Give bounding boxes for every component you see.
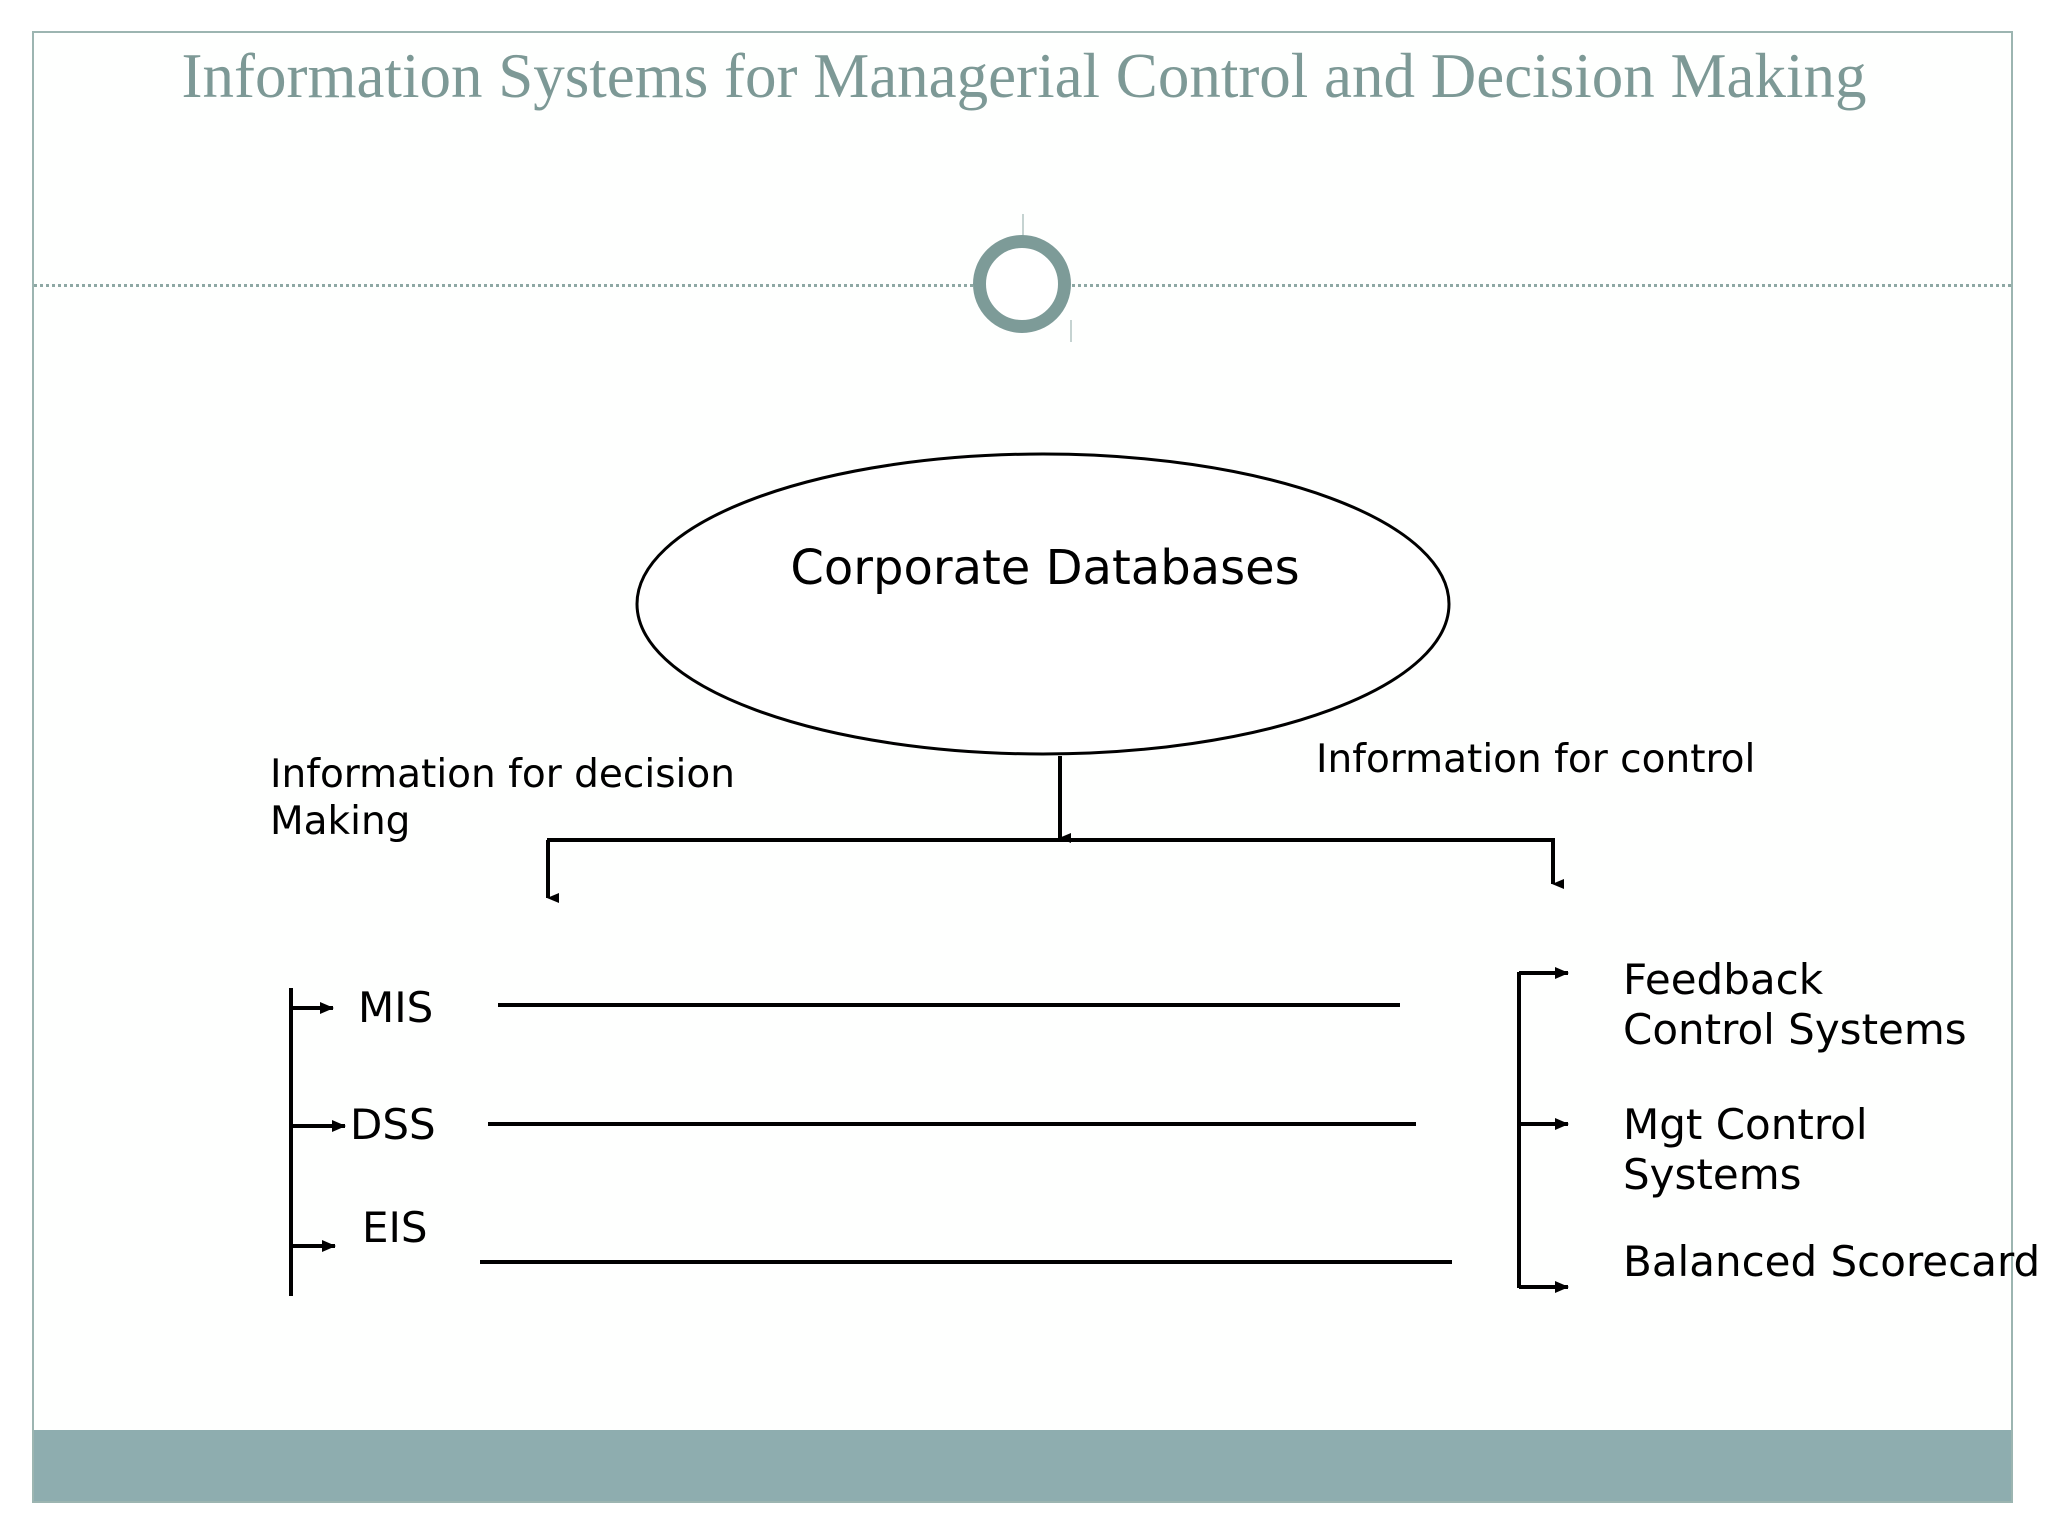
ring-tick-top — [1022, 214, 1024, 236]
branch-item-balanced-scorecard: Balanced Scorecard — [1623, 1237, 2041, 1286]
caption-information-for-decision-making: Information for decision Making — [270, 752, 735, 844]
ring-tick-bottom — [1070, 320, 1072, 342]
branch-item-mis: MIS — [358, 983, 434, 1032]
branch-item-feedback-control-systems: Feedback Control Systems — [1623, 955, 1967, 1054]
footer-accent-bar — [34, 1430, 2011, 1501]
caption-information-for-control: Information for control — [1316, 737, 1756, 782]
page-title: Information Systems for Managerial Contr… — [181, 41, 1867, 111]
branch-item-dss: DSS — [350, 1100, 436, 1149]
corporate-databases-label: Corporate Databases — [790, 540, 1300, 596]
branch-item-eis: EIS — [362, 1203, 428, 1252]
circle-outline-icon — [973, 235, 1071, 333]
branch-item-mgt-control-systems: Mgt Control Systems — [1623, 1100, 1868, 1199]
